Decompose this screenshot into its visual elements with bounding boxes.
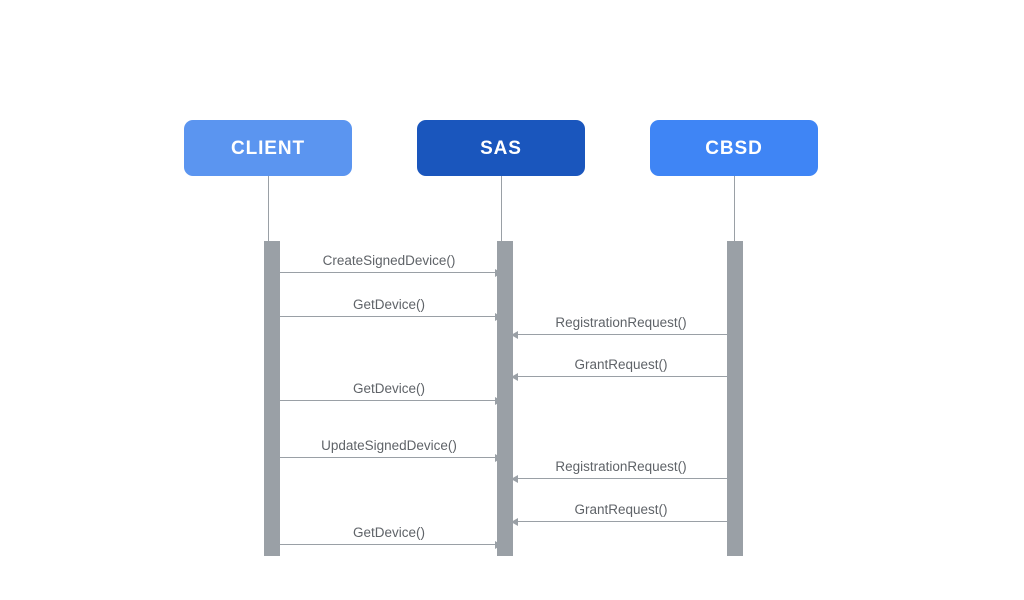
lifeline-cbsd [734, 176, 735, 242]
participant-box-sas[interactable]: SAS [417, 120, 585, 176]
message-line [512, 334, 730, 335]
arrowhead-icon [495, 268, 502, 277]
participant-label-cbsd: CBSD [705, 137, 763, 159]
message-client-to-sas[interactable]: GetDevice() [277, 297, 502, 321]
message-label: UpdateSignedDevice() [321, 437, 457, 453]
activation-bar-client [264, 241, 280, 556]
arrowhead-icon [511, 474, 518, 483]
arrowhead-icon [511, 372, 518, 381]
arrowhead-icon [511, 517, 518, 526]
message-label: GetDevice() [352, 380, 425, 396]
lifeline-sas [501, 176, 502, 242]
arrowhead-icon [511, 330, 518, 339]
message-label: GetDevice() [352, 524, 425, 540]
message-cbsd-to-sas[interactable]: RegistrationRequest() [511, 315, 730, 339]
participant-label-sas: SAS [480, 137, 522, 159]
participant-box-client[interactable]: CLIENT [184, 120, 352, 176]
message-cbsd-to-sas[interactable]: RegistrationRequest() [511, 459, 730, 483]
arrowhead-icon [495, 453, 502, 462]
message-line [512, 478, 730, 479]
participant-box-cbsd[interactable]: CBSD [650, 120, 818, 176]
message-line [512, 521, 730, 522]
message-label: GrantRequest() [574, 501, 668, 517]
message-client-to-sas[interactable]: UpdateSignedDevice() [277, 438, 502, 462]
arrowhead-icon [495, 540, 502, 549]
message-line [277, 272, 501, 273]
message-cbsd-to-sas[interactable]: GrantRequest() [511, 357, 730, 381]
message-client-to-sas[interactable]: GetDevice() [277, 525, 502, 549]
diagram-title: Device management [384, 37, 618, 65]
message-label: CreateSignedDevice() [322, 252, 456, 268]
message-line [277, 457, 501, 458]
participant-label-client: CLIENT [230, 137, 305, 159]
message-client-to-sas[interactable]: CreateSignedDevice() [277, 253, 502, 277]
message-line [512, 376, 730, 377]
message-line [277, 316, 501, 317]
diagram-title-bar: Device management [184, 24, 818, 79]
message-label: GetDevice() [352, 296, 425, 312]
message-line [277, 544, 501, 545]
message-label: RegistrationRequest() [555, 458, 687, 474]
message-client-to-sas[interactable]: GetDevice() [277, 381, 502, 405]
arrowhead-icon [495, 312, 502, 321]
activation-bar-cbsd [727, 241, 743, 556]
message-cbsd-to-sas[interactable]: GrantRequest() [511, 502, 730, 526]
message-label: RegistrationRequest() [555, 314, 687, 330]
lifeline-client [268, 176, 269, 242]
message-label: GrantRequest() [574, 356, 668, 372]
arrowhead-icon [495, 396, 502, 405]
message-line [277, 400, 501, 401]
